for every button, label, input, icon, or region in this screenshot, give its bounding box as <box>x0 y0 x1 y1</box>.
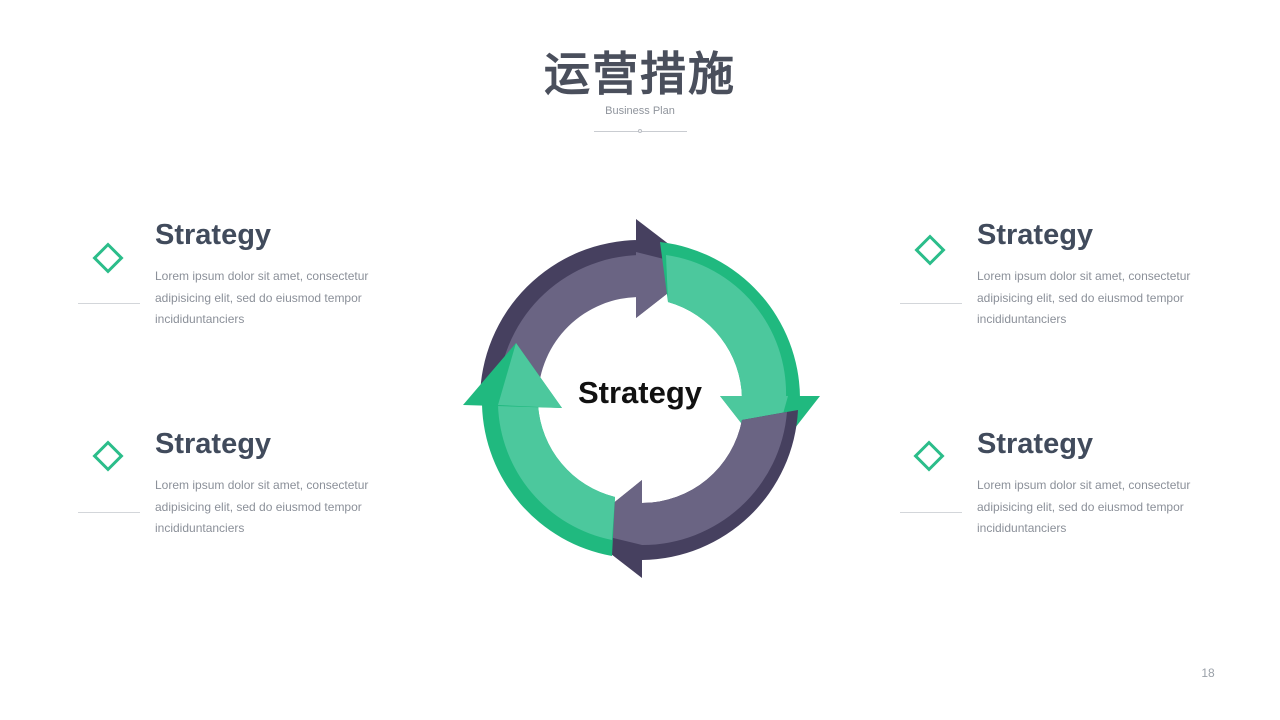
diamond-outline-icon <box>913 440 945 472</box>
title-divider-dot <box>638 129 642 133</box>
strategy-item-bottom-left: Strategy Lorem ipsum dolor sit amet, con… <box>78 427 398 547</box>
cycle-segment-green-right <box>666 255 787 398</box>
cycle-center-label: Strategy <box>577 375 703 410</box>
cycle-segment-green-left <box>498 405 615 540</box>
item-description: Lorem ipsum dolor sit amet, consectetur … <box>977 269 1191 326</box>
item-divider <box>900 512 962 513</box>
item-description: Lorem ipsum dolor sit amet, consectetur … <box>155 478 369 535</box>
cycle-segment-purple-top <box>498 255 640 400</box>
item-divider <box>78 303 140 304</box>
cycle-arrows-graphic <box>463 219 820 578</box>
item-heading: Strategy <box>977 428 1094 460</box>
strategy-item-bottom-right: Strategy Lorem ipsum dolor sit amet, con… <box>900 427 1220 547</box>
diamond-outline-icon <box>92 242 124 274</box>
cycle-arrowhead-green-left-face <box>498 343 562 408</box>
page-subtitle: Business Plan <box>605 105 675 117</box>
item-heading: Strategy <box>155 428 272 460</box>
diamond-outline-icon <box>92 440 124 472</box>
strategy-item-top-right: Strategy Lorem ipsum dolor sit amet, con… <box>900 218 1220 338</box>
item-heading: Strategy <box>155 219 272 251</box>
item-heading: Strategy <box>977 219 1094 251</box>
page-title: 运营措施 <box>544 47 736 101</box>
diamond-outline-icon <box>914 234 946 266</box>
item-description: Lorem ipsum dolor sit amet, consectetur … <box>977 478 1191 535</box>
item-description: Lorem ipsum dolor sit amet, consectetur … <box>155 269 369 326</box>
item-divider <box>78 512 140 513</box>
cycle-segment-purple-bottom <box>642 412 787 546</box>
strategy-item-top-left: Strategy Lorem ipsum dolor sit amet, con… <box>78 218 398 338</box>
page-number: 18 <box>1201 666 1215 680</box>
item-divider <box>900 303 962 304</box>
